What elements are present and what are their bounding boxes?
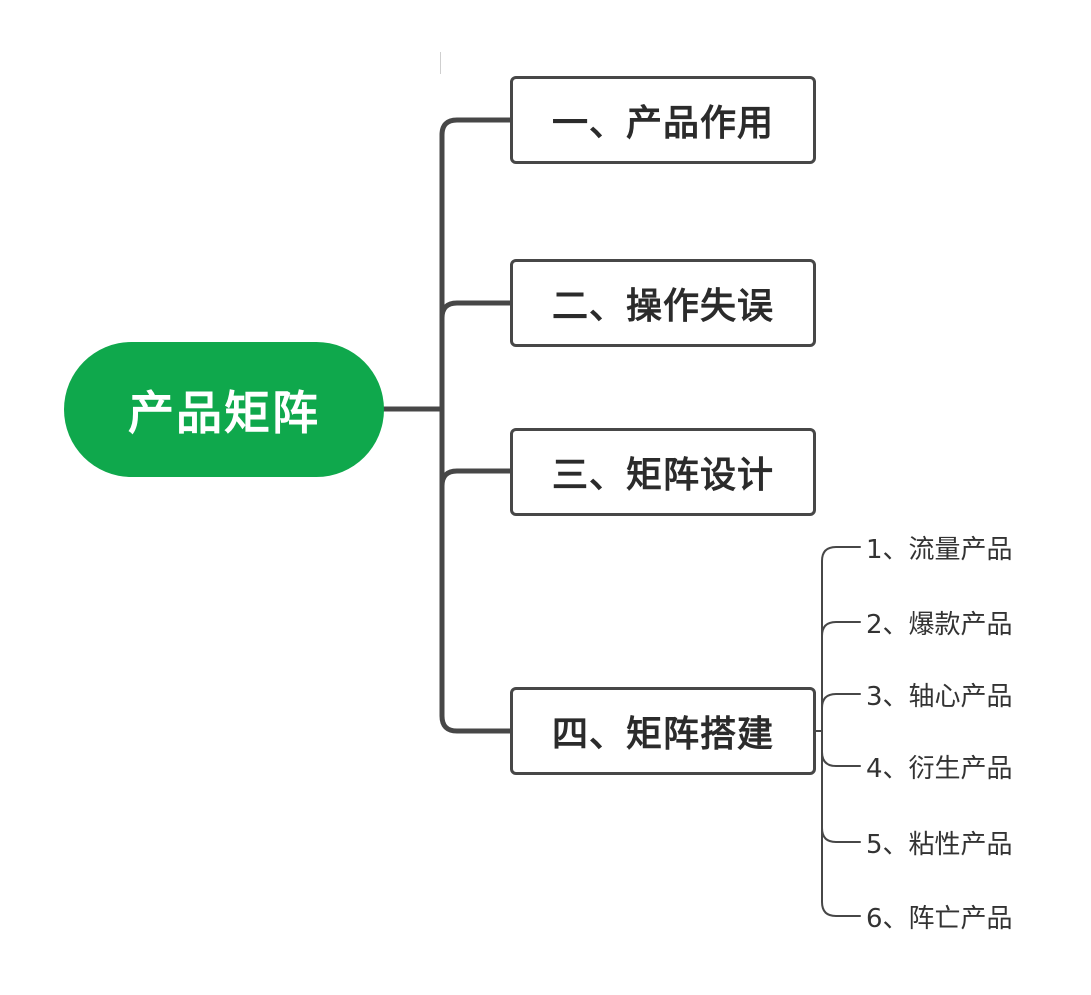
branch-node-4[interactable]: 四、矩阵搭建 <box>510 687 816 775</box>
leaf-connector-5 <box>821 827 861 843</box>
leaf-connector-4 <box>821 751 861 767</box>
leaf-label: 6、阵亡产品 <box>866 903 1013 934</box>
leaf-node-1[interactable]: 1、流量产品 <box>866 529 1013 565</box>
leaf-label: 1、流量产品 <box>866 534 1013 565</box>
leaf-label: 3、轴心产品 <box>866 681 1013 712</box>
leaf-connector-1 <box>821 546 861 732</box>
leaf-node-6[interactable]: 6、阵亡产品 <box>866 898 1013 934</box>
root-label: 产品矩阵 <box>128 385 320 440</box>
branch-node-2[interactable]: 二、操作失误 <box>510 259 816 347</box>
branch-connector-4 <box>439 406 513 734</box>
leaf-label: 5、粘性产品 <box>866 829 1013 860</box>
leaf-connector-6 <box>821 730 861 917</box>
leaf-connector-3 <box>821 693 861 709</box>
branch-connector-3 <box>439 468 513 489</box>
branch-label: 一、产品作用 <box>551 103 774 144</box>
leaf-node-5[interactable]: 5、粘性产品 <box>866 824 1013 860</box>
branch-label: 三、矩阵设计 <box>551 455 774 496</box>
leaf-node-2[interactable]: 2、爆款产品 <box>866 604 1013 640</box>
leaf-node-4[interactable]: 4、衍生产品 <box>866 748 1013 784</box>
branch-connector-1 <box>439 117 513 412</box>
branch-node-3[interactable]: 三、矩阵设计 <box>510 428 816 516</box>
branch-label: 二、操作失误 <box>551 286 774 327</box>
branch-label: 四、矩阵搭建 <box>551 714 774 755</box>
root-node[interactable]: 产品矩阵 <box>64 342 384 477</box>
cursor-mark <box>440 52 441 74</box>
branch-node-1[interactable]: 一、产品作用 <box>510 76 816 164</box>
leaf-label: 2、爆款产品 <box>866 609 1013 640</box>
leaf-connector-2 <box>821 621 861 637</box>
leaf-label: 4、衍生产品 <box>866 753 1013 784</box>
branch-connector-2 <box>439 300 513 321</box>
leaf-node-3[interactable]: 3、轴心产品 <box>866 676 1013 712</box>
